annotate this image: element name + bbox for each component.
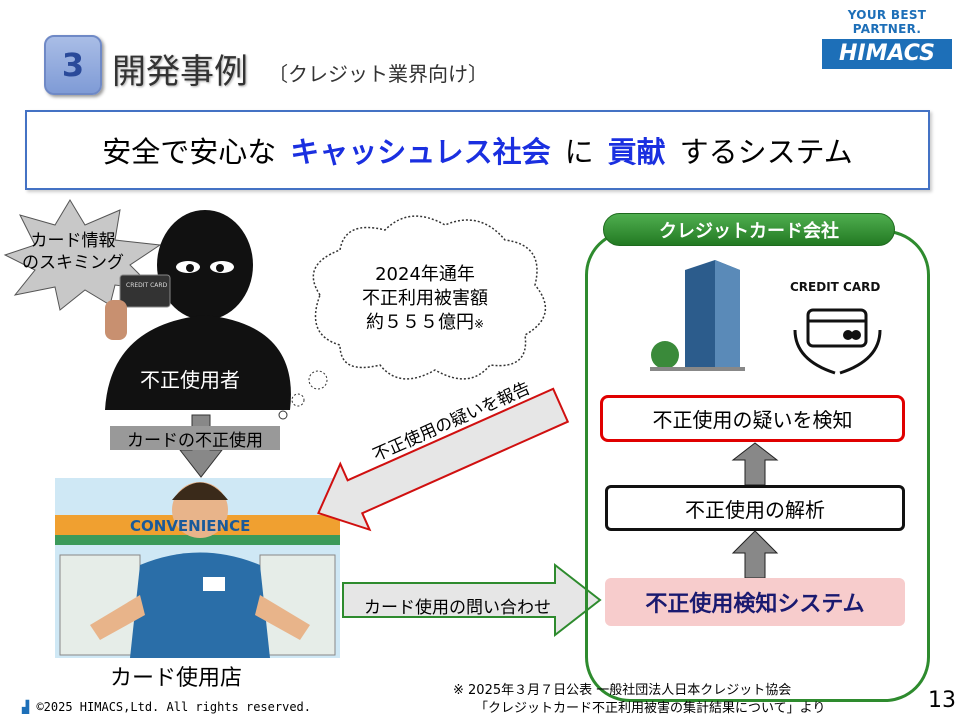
- up-arrow: [731, 442, 779, 486]
- cloud-line: 2024年通年: [375, 264, 475, 285]
- thought-cloud: [312, 215, 547, 380]
- up-arrow: [731, 530, 779, 579]
- credit-card-hands-icon: CREDIT CARD: [790, 280, 882, 375]
- skimming-line: のスキミング: [22, 253, 124, 273]
- fraud-detection-system-box: 不正使用検知システム: [605, 578, 905, 626]
- logo-small-icon: ▟: [22, 700, 37, 714]
- store-illustration: [55, 478, 340, 658]
- note-mark: ※: [473, 317, 485, 331]
- slogan-part: するシステム: [679, 135, 853, 169]
- thought-bubble: [308, 370, 328, 390]
- inquiry-arrow: [342, 562, 602, 638]
- criminal-silhouette: CREDIT CARD: [105, 210, 291, 410]
- store-label: カード使用店: [110, 666, 243, 691]
- cloud-text: 2024年通年 不正利用被害額 約５５５億円※: [320, 263, 530, 336]
- logo-tagline: YOUR BEST PARTNER.: [847, 8, 927, 36]
- section-badge: 3: [44, 35, 102, 95]
- thought-bubble: [278, 410, 288, 420]
- card-icon-label: CREDIT CARD: [790, 280, 880, 294]
- store-sign: CONVENIENCE: [130, 517, 250, 535]
- analyze-step-box: 不正使用の解析: [605, 485, 905, 531]
- credit-company-panel: [585, 230, 930, 702]
- thought-bubble: [291, 393, 305, 407]
- slogan-highlight: 貢献: [607, 135, 666, 169]
- criminal-label: 不正使用者: [140, 368, 240, 392]
- slogan-part: に: [564, 135, 594, 169]
- slogan-part: 安全で安心な: [102, 135, 277, 169]
- slogan-highlight: キャッシュレス社会: [290, 135, 551, 169]
- inquiry-arrow-label: カード使用の問い合わせ: [364, 598, 551, 618]
- skimming-label: カード情報 のスキミング: [18, 230, 128, 274]
- company-logo: YOUR BEST PARTNER. HIMACS: [822, 8, 952, 69]
- cloud-line: 約５５５億円: [365, 312, 474, 333]
- cloud-line: 不正利用被害額: [362, 288, 488, 309]
- section-number: 3: [61, 46, 85, 84]
- note-line: 「クレジットカード不正利用被害の集計結果について」より: [475, 701, 826, 716]
- detect-step-box: 不正使用の疑いを検知: [600, 395, 905, 442]
- credit-company-header: クレジットカード会社: [603, 213, 895, 246]
- building-icon: [650, 260, 745, 371]
- report-arrow: [317, 387, 570, 532]
- logo-mark: HIMACS: [822, 39, 952, 69]
- note-line: ※ 2025年３月７日公表 一般社団法人日本クレジット協会: [453, 683, 792, 698]
- card-text: CREDIT CARD: [126, 282, 168, 289]
- misuse-label: カードの不正使用: [110, 426, 280, 451]
- copyright: ▟ ©2025 HIMACS,Ltd. All rights reserved.: [22, 700, 311, 714]
- copyright-text: ©2025 HIMACS,Ltd. All rights reserved.: [36, 700, 311, 714]
- page-title: 開発事例: [112, 52, 248, 92]
- slogan-banner: 安全で安心な キャッシュレス社会 に 貢献 するシステム: [25, 110, 930, 190]
- illustration-layer: CREDIT CARD CREDIT CARD CONVENIENCE: [3, 199, 882, 658]
- page-subtitle: 〔クレジット業界向け〕: [268, 62, 488, 86]
- skimming-line: カード情報: [30, 231, 116, 251]
- page-number: 13: [928, 688, 956, 713]
- source-note: ※ 2025年３月７日公表 一般社団法人日本クレジット協会 「クレジットカード不…: [453, 682, 825, 718]
